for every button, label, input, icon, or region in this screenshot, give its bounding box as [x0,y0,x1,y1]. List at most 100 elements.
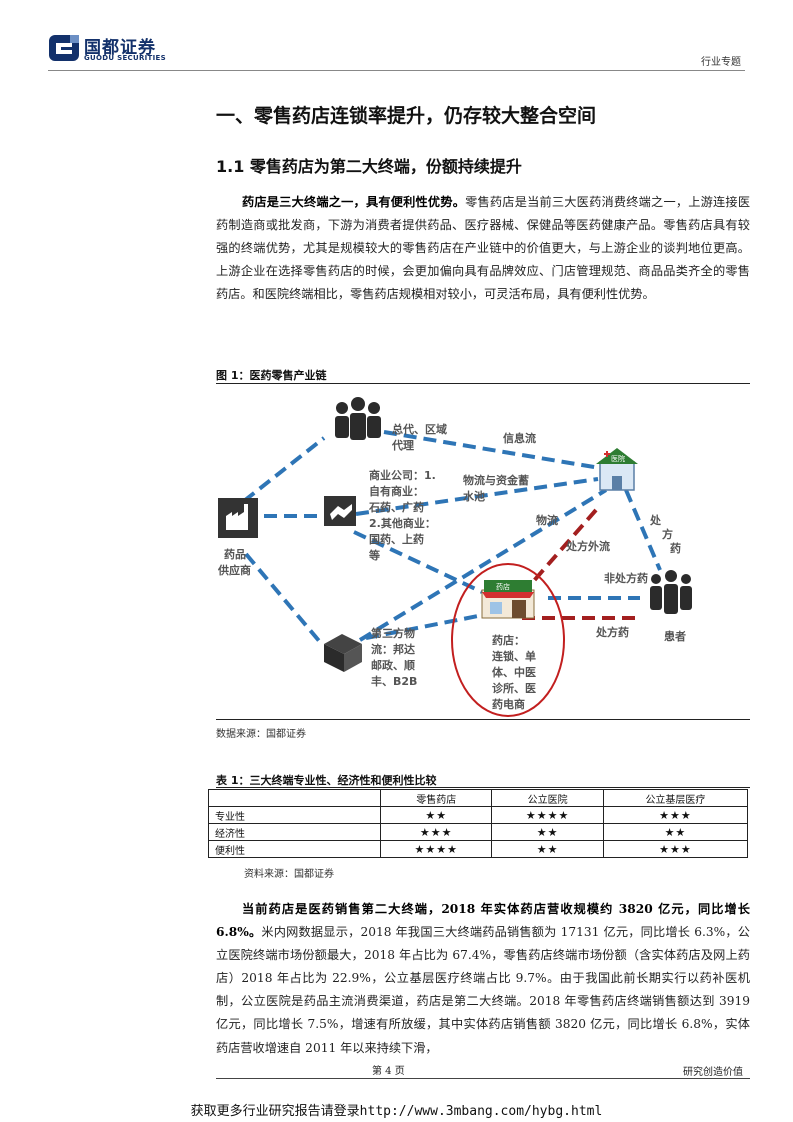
commercial-line-2: 自有商业： [369,484,424,498]
section-title: 一、零售药店连锁率提升，仍存较大整合空间 [216,105,597,127]
table-top-rule [216,787,750,788]
star-rating: ★★★ [379,823,493,841]
package-box-icon [324,634,362,672]
pharmacy-sign-text: 药店 [496,582,510,591]
table-row: 便利性 ★★★★ ★★ ★★★ [208,840,749,858]
guodu-logo-icon [49,35,79,61]
logistics-pool-label-1: 物流与资金蓄 [463,473,529,487]
star-rating: ★★ [491,840,604,858]
intro-body-text: 零售药店是当前三大医药消费终端之一，上游连接医药制造商或批发商，下游为消费者提供… [216,195,751,302]
flow-supplier-to-thirdparty [244,552,322,644]
table-header-cell: 公立基层医疗 [602,789,749,807]
star-rating: ★★★ [602,840,749,858]
pharmacy-line-1: 药店： [492,633,525,647]
pharmacy-line-4: 诊所、医 [492,681,536,695]
figure-bottom-rule [216,719,750,720]
pharmacy-line-5: 药电商 [492,697,525,711]
rx-vertical-char-2: 方 [662,527,673,541]
flow-hospital-to-patient [624,489,662,571]
figure-top-rule [216,383,750,384]
logo-chinese-text: 国都证券 [84,38,156,58]
table-header-cell: 公立医院 [491,789,604,807]
table-row: 经济性 ★★★ ★★ ★★ [208,823,749,841]
footer-divider [216,1078,750,1079]
intro-lead-sentence: 药店是三大终端之一，具有便利性优势。 [242,195,466,209]
star-rating: ★★★ [602,806,749,824]
third-party-line-1: 第三方物 [371,626,415,640]
pharmacy-label: 药店： 连锁、单 体、中医 诊所、医 药电商 [492,633,536,711]
download-watermark-link[interactable]: 获取更多行业研究报告请登录http://www.3mbang.com/hybg.… [190,1104,603,1119]
third-party-line-4: 丰、B2B [371,674,417,688]
factory-icon [218,498,258,538]
flow-commercial-to-pharmacy [353,530,483,594]
star-rating: ★★ [379,806,493,824]
page-number: 第 4 页 [372,1066,405,1077]
commercial-label: 商业公司：1. 自有商业： 石药、广药 2.其他商业： 国药、上药 等 [368,468,436,562]
star-rating: ★★★★ [379,840,493,858]
info-flow-label: 信息流 [503,431,536,445]
table-header-cell: 零售药店 [379,789,493,807]
rx-drug-vertical-label: 处 方 药 [649,513,681,555]
header-divider [48,70,745,71]
subsection-title: 1.1 零售药店为第二大终端，份额持续提升 [216,157,522,176]
pharmacy-line-3: 体、中医 [492,665,536,679]
flow-thirdparty-to-hospital [358,488,608,642]
flow-commercial-to-hospital [355,477,599,516]
report-type-tag: 行业专题 [701,57,741,68]
handshake-icon [324,496,356,526]
agent-label-1: 总代、区域 [392,422,447,436]
terminal-comparison-table: 零售药店 公立医院 公立基层医疗 专业性 ★★ ★★★★ ★★★ 经济性 ★★★… [208,789,749,858]
people-group-icon [335,397,381,440]
figure-title: 图 1：医药零售产业链 [216,369,327,382]
rx-vertical-char-1: 处 [649,513,662,527]
third-party-line-2: 流：邦达 [371,642,415,656]
table-source: 资料来源：国都证券 [244,869,334,880]
intro-paragraph: 药店是三大终端之一，具有便利性优势。零售药店是当前三大医药消费终端之一，上游连接… [216,191,750,306]
market-body-text: 米内网数据显示，2018 年我国三大终端药品销售额为 17131 亿元，同比增长… [216,925,750,1055]
star-rating: ★★ [602,823,749,841]
market-lead-sentence: 当前药店是医药销售第二大终端，2018 年实体药店营收规模约 3820 亿元，同… [216,902,750,940]
hospital-icon: 医院 [596,448,638,491]
footer-slogan: 研究创造价值 [683,1067,743,1078]
commercial-line-6: 等 [368,548,380,562]
rx-drug-label: 处方药 [595,625,629,639]
page-header: 国都证券 GUODU SECURITIES 行业专题 [0,0,793,72]
company-logo: 国都证券 GUODU SECURITIES [48,32,168,66]
commercial-line-4: 2.其他商业： [369,516,436,530]
logistics-label: 物流 [536,513,558,527]
pharmacy-highlight-ellipse [451,563,565,717]
supplier-label-2: 供应商 [217,563,251,577]
pharmacy-line-2: 连锁、单 [492,649,536,663]
hospital-sign-text: 医院 [611,454,625,463]
patients-icon [650,570,692,614]
non-rx-label: 非处方药 [604,571,648,585]
commercial-line-1: 商业公司：1. [369,468,436,482]
logistics-pool-label-2: 水池 [463,489,485,503]
rx-outflow-label: 处方外流 [565,539,610,553]
rx-vertical-char-3: 药 [670,541,681,555]
patient-label: 患者 [664,629,686,643]
commercial-line-3: 石药、广药 [368,500,424,514]
star-rating: ★★ [491,823,604,841]
row-label: 专业性 [208,806,381,824]
row-label: 便利性 [208,840,381,858]
pharmacy-storefront-icon: 药店 [481,580,535,619]
flow-agent-to-hospital [383,430,601,470]
flow-supplier-to-agent [242,436,326,503]
table-header-row: 零售药店 公立医院 公立基层医疗 [208,789,749,807]
table-header-cell [208,789,381,807]
commercial-line-5: 国药、上药 [369,532,424,546]
row-label: 经济性 [208,823,381,841]
figure-source: 数据来源：国都证券 [216,729,306,740]
table-row: 专业性 ★★ ★★★★ ★★★ [208,806,749,824]
third-party-label: 第三方物 流：邦达 邮政、顺 丰、B2B [371,626,417,688]
market-share-paragraph: 当前药店是医药销售第二大终端，2018 年实体药店营收规模约 3820 亿元，同… [216,898,750,1060]
agent-label-2: 代理 [391,438,414,452]
logo-english-text: GUODU SECURITIES [84,54,166,62]
third-party-line-3: 邮政、顺 [371,658,415,672]
supplier-label-1: 药品 [224,547,246,561]
pharma-retail-chain-diagram: 药品 供应商 总代、区域 代理 信息流 物流与资金蓄 水池 商业公司：1. 自有… [217,397,692,717]
flow-rx-outflow [522,508,598,594]
table-title: 表 1：三大终端专业性、经济性和便利性比较 [216,774,437,787]
star-rating: ★★★★ [491,806,604,824]
